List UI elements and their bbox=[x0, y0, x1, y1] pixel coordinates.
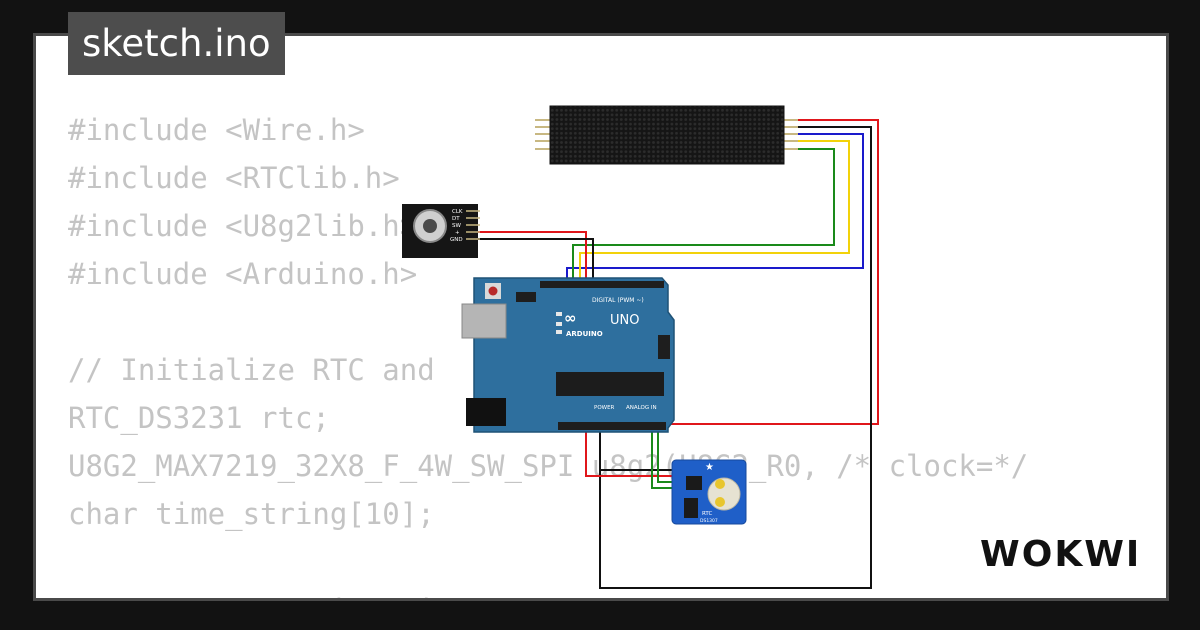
encoder-pin-label: SW bbox=[452, 223, 461, 229]
led-rx bbox=[556, 330, 562, 334]
code-line: #include <Arduino.h> bbox=[68, 257, 418, 291]
rtc-model: DS1307 bbox=[700, 518, 718, 524]
wire-matrix-din[interactable] bbox=[566, 133, 864, 283]
encoder-pin-label: + bbox=[455, 230, 460, 236]
code-line: char time_string[10]; bbox=[68, 497, 435, 531]
analog-power-header bbox=[558, 422, 666, 430]
encoder-pin-label: DT bbox=[452, 216, 460, 222]
rtc-crystal bbox=[684, 498, 698, 518]
wokwi-logo[interactable]: WOKWI bbox=[978, 528, 1150, 578]
matrix-pins-left bbox=[535, 119, 550, 150]
star-icon: ★ bbox=[705, 462, 714, 473]
battery-contact bbox=[715, 479, 725, 489]
rotary-encoder[interactable]: CLK DT SW + GND bbox=[402, 204, 480, 258]
icsp-header bbox=[516, 292, 536, 302]
code-line: RTC_DS3231 rtc; bbox=[68, 401, 330, 435]
matrix-pins-right bbox=[784, 119, 798, 150]
wire-matrix-gnd[interactable] bbox=[599, 126, 872, 589]
wire-matrix-cs[interactable] bbox=[579, 140, 850, 283]
code-line: // Date + Function Dis bbox=[68, 586, 1028, 598]
encoder-pins bbox=[466, 210, 480, 240]
encoder-pin-label: CLK bbox=[452, 209, 463, 215]
led-matrix-max7219[interactable] bbox=[535, 105, 798, 165]
code-editor[interactable]: #include <Wire.h> #include <RTClib.h> #inc… bbox=[68, 106, 1029, 598]
wire-rtc-gnd[interactable] bbox=[599, 428, 672, 471]
uno-brand: UNO bbox=[610, 313, 639, 328]
infinity-logo: ∞ bbox=[564, 309, 577, 327]
led-dot-grid bbox=[549, 105, 785, 165]
file-tab-sketch-ino[interactable]: sketch.ino bbox=[68, 12, 285, 75]
encoder-pin-label: GND bbox=[450, 237, 463, 243]
wire-matrix-clk[interactable] bbox=[572, 148, 835, 283]
code-line: #include <Wire.h> bbox=[68, 113, 365, 147]
power-jack bbox=[466, 398, 506, 426]
encoder-shaft bbox=[423, 219, 437, 233]
battery-contact bbox=[715, 497, 725, 507]
wire-matrix-vcc[interactable] bbox=[660, 119, 879, 425]
rtc-chip bbox=[686, 476, 702, 490]
usb-port bbox=[461, 303, 507, 339]
arduino-label: ARDUINO bbox=[566, 330, 603, 338]
wire-rtc-sda[interactable] bbox=[651, 430, 672, 489]
digital-header bbox=[540, 281, 664, 288]
led-tx bbox=[556, 322, 562, 326]
wokwi-logo-text: WOKWI bbox=[980, 534, 1141, 575]
arduino-uno[interactable]: DIGITAL (PWM ~) ∞ UNO ARDUINO POWER ANAL… bbox=[461, 277, 675, 433]
reset-button-cap bbox=[488, 286, 498, 296]
atmega-chip bbox=[556, 372, 664, 396]
rtc-module[interactable]: ★ RTC DS1307 bbox=[671, 459, 747, 525]
analog-label: ANALOG IN bbox=[626, 405, 657, 411]
rtc-label: RTC bbox=[702, 511, 712, 517]
digital-label: DIGITAL (PWM ~) bbox=[592, 297, 644, 304]
side-icsp-header bbox=[658, 335, 670, 359]
power-label: POWER bbox=[594, 405, 615, 411]
led-l bbox=[556, 312, 562, 316]
code-line: // Initialize RTC and bbox=[68, 353, 435, 387]
wire-rtc-scl[interactable] bbox=[657, 430, 672, 483]
wires bbox=[478, 119, 879, 589]
code-line: #include <RTClib.h> bbox=[68, 161, 400, 195]
code-line: U8G2_MAX7219_32X8_F_4W_SW_SPI u8g2(U8G2_… bbox=[68, 449, 1029, 483]
code-line: #include <U8g2lib.h> bbox=[68, 209, 418, 243]
